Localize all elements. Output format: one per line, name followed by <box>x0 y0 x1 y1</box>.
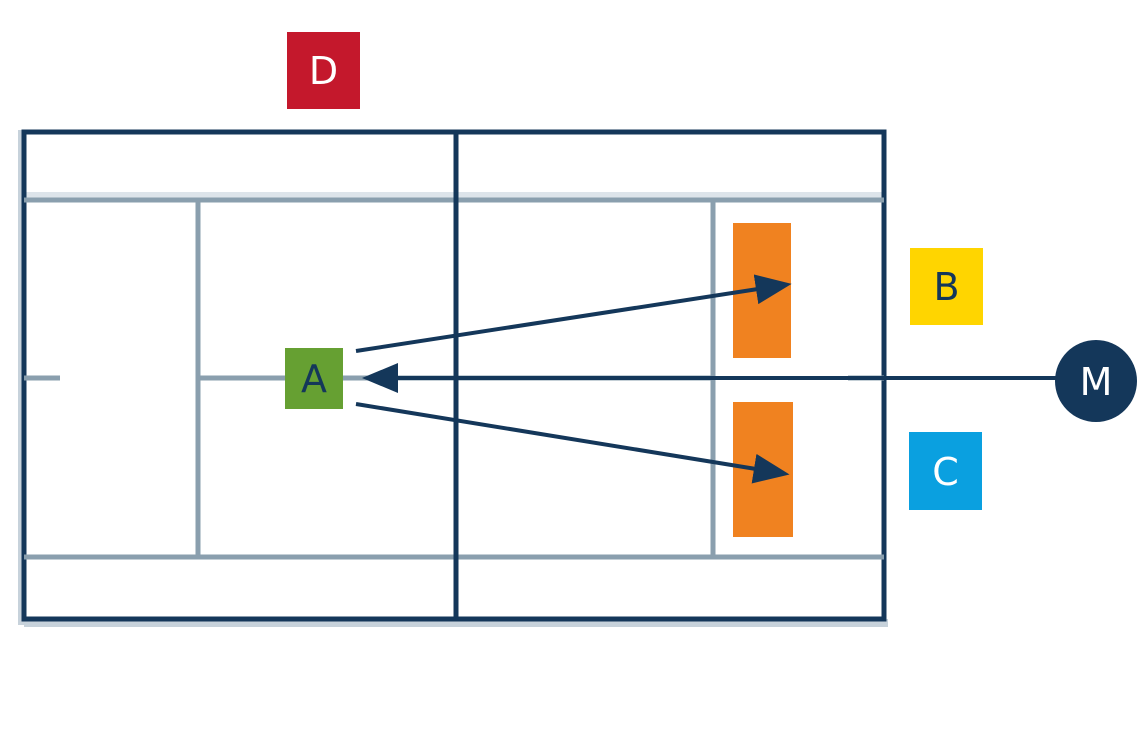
marker-a: A <box>285 348 343 409</box>
marker-d-label: D <box>309 49 338 93</box>
target-zone-bottom <box>733 402 793 537</box>
marker-b-label: B <box>933 265 959 309</box>
marker-m-label: M <box>1080 360 1113 404</box>
shot-arrows <box>355 274 1060 484</box>
marker-c-label: C <box>932 450 959 494</box>
marker-a-label: A <box>301 357 327 401</box>
arrow-to-top-zone <box>355 274 792 353</box>
marker-m: M <box>1055 340 1137 422</box>
marker-b: B <box>910 248 983 325</box>
marker-c: C <box>909 432 982 510</box>
marker-d: D <box>287 32 360 109</box>
arrow-to-bottom-zone <box>355 402 790 484</box>
